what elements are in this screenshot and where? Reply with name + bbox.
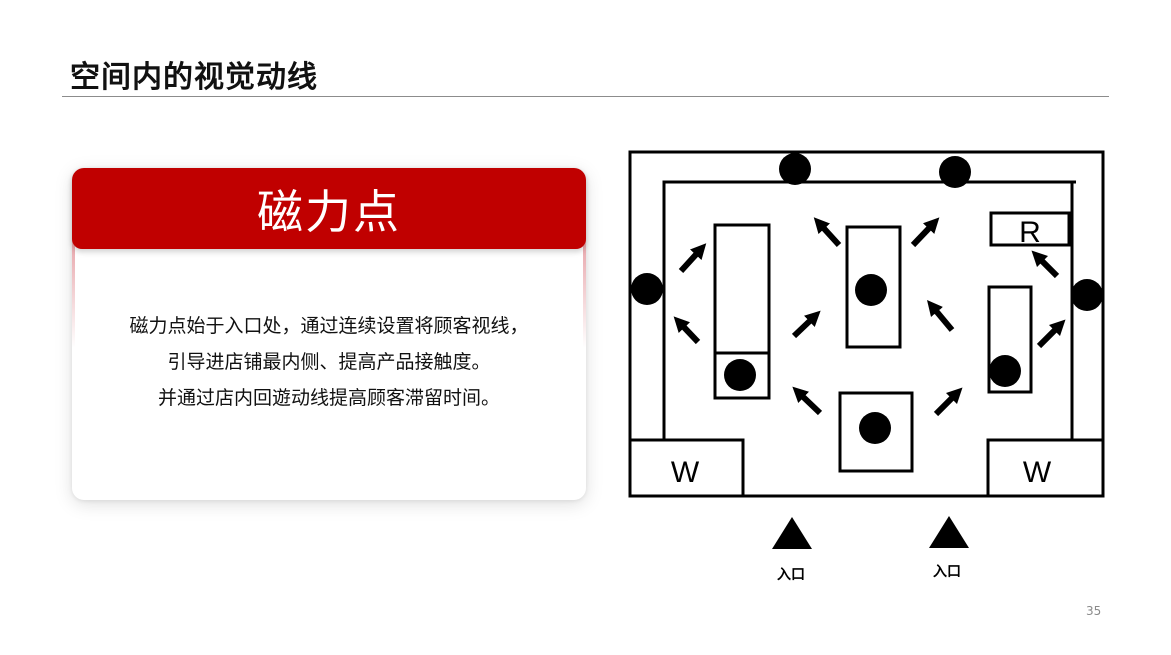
entrance-triangle-right: [929, 516, 969, 548]
magnet-point: [939, 156, 971, 188]
magnet-point-card: 磁力点 磁力点始于入口处，通过连续设置将顾客视线， 引导进店铺最内侧、提高产品接…: [72, 168, 586, 500]
flow-arrow: [673, 316, 701, 345]
rack-r-box: [989, 211, 1071, 247]
rack-r-label: R: [1019, 216, 1041, 249]
store-inner-wall: [662, 180, 1076, 440]
flow-arrow: [678, 243, 707, 274]
magnet-point: [859, 412, 891, 444]
card-line-3: 并通过店内回遊动线提高顾客滞留时间。: [157, 387, 500, 409]
flow-arrows: [673, 217, 1066, 417]
magnet-point: [779, 153, 811, 185]
window-box-right: [986, 438, 1105, 498]
flow-arrow: [927, 300, 955, 332]
flow-arrow: [910, 217, 940, 248]
store-outer-wall: [628, 150, 1105, 498]
flow-arrow: [1036, 319, 1066, 349]
window-box-left: [628, 438, 745, 498]
flow-arrow: [791, 310, 821, 339]
store-flow-diagram: W W R 入口 入口: [628, 150, 1105, 583]
entrance-triangle-left: [772, 517, 812, 549]
window-label-right: W: [1023, 456, 1052, 489]
page-number: 35: [1086, 604, 1102, 618]
magnet-point: [989, 355, 1021, 387]
title-divider: [62, 96, 1109, 97]
card-heading: 磁力点: [72, 168, 586, 249]
entrance-label-left: 入口: [777, 567, 805, 583]
card-description: 磁力点始于入口处，通过连续设置将顾客视线， 引导进店铺最内侧、提高产品接触度。 …: [72, 308, 586, 416]
card-line-2: 引导进店铺最内侧、提高产品接触度。: [167, 351, 491, 373]
entrance-label-right: 入口: [933, 564, 961, 580]
magnet-point: [631, 273, 663, 305]
magnet-point: [855, 274, 887, 306]
flow-arrow: [792, 386, 823, 416]
flow-arrow: [933, 387, 963, 417]
card-left-accent: [72, 238, 75, 348]
magnet-point: [1071, 279, 1103, 311]
flow-arrow: [1031, 250, 1060, 279]
flow-arrow: [813, 217, 842, 248]
slide-title: 空间内的视觉动线: [70, 60, 318, 95]
magnet-point: [724, 359, 756, 391]
card-line-1: 磁力点始于入口处，通过连续设置将顾客视线，: [129, 315, 529, 337]
window-label-left: W: [671, 456, 700, 489]
card-right-accent: [583, 238, 586, 348]
